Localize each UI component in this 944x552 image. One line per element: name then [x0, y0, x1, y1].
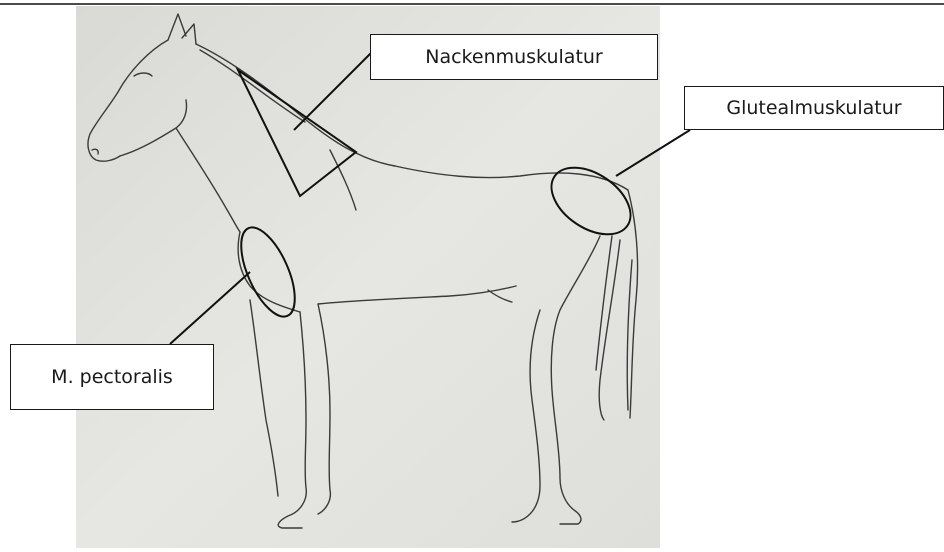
label-m-pectoralis-text: M. pectoralis — [51, 366, 173, 388]
label-glutealmuskulatur: Glutealmuskulatur — [684, 86, 944, 130]
sketch-paper — [76, 6, 660, 548]
label-m-pectoralis: M. pectoralis — [10, 344, 214, 410]
label-glutealmuskulatur-text: Glutealmuskulatur — [726, 97, 901, 119]
label-nackenmuskulatur: Nackenmuskulatur — [370, 34, 658, 80]
label-nackenmuskulatur-text: Nackenmuskulatur — [425, 46, 603, 68]
